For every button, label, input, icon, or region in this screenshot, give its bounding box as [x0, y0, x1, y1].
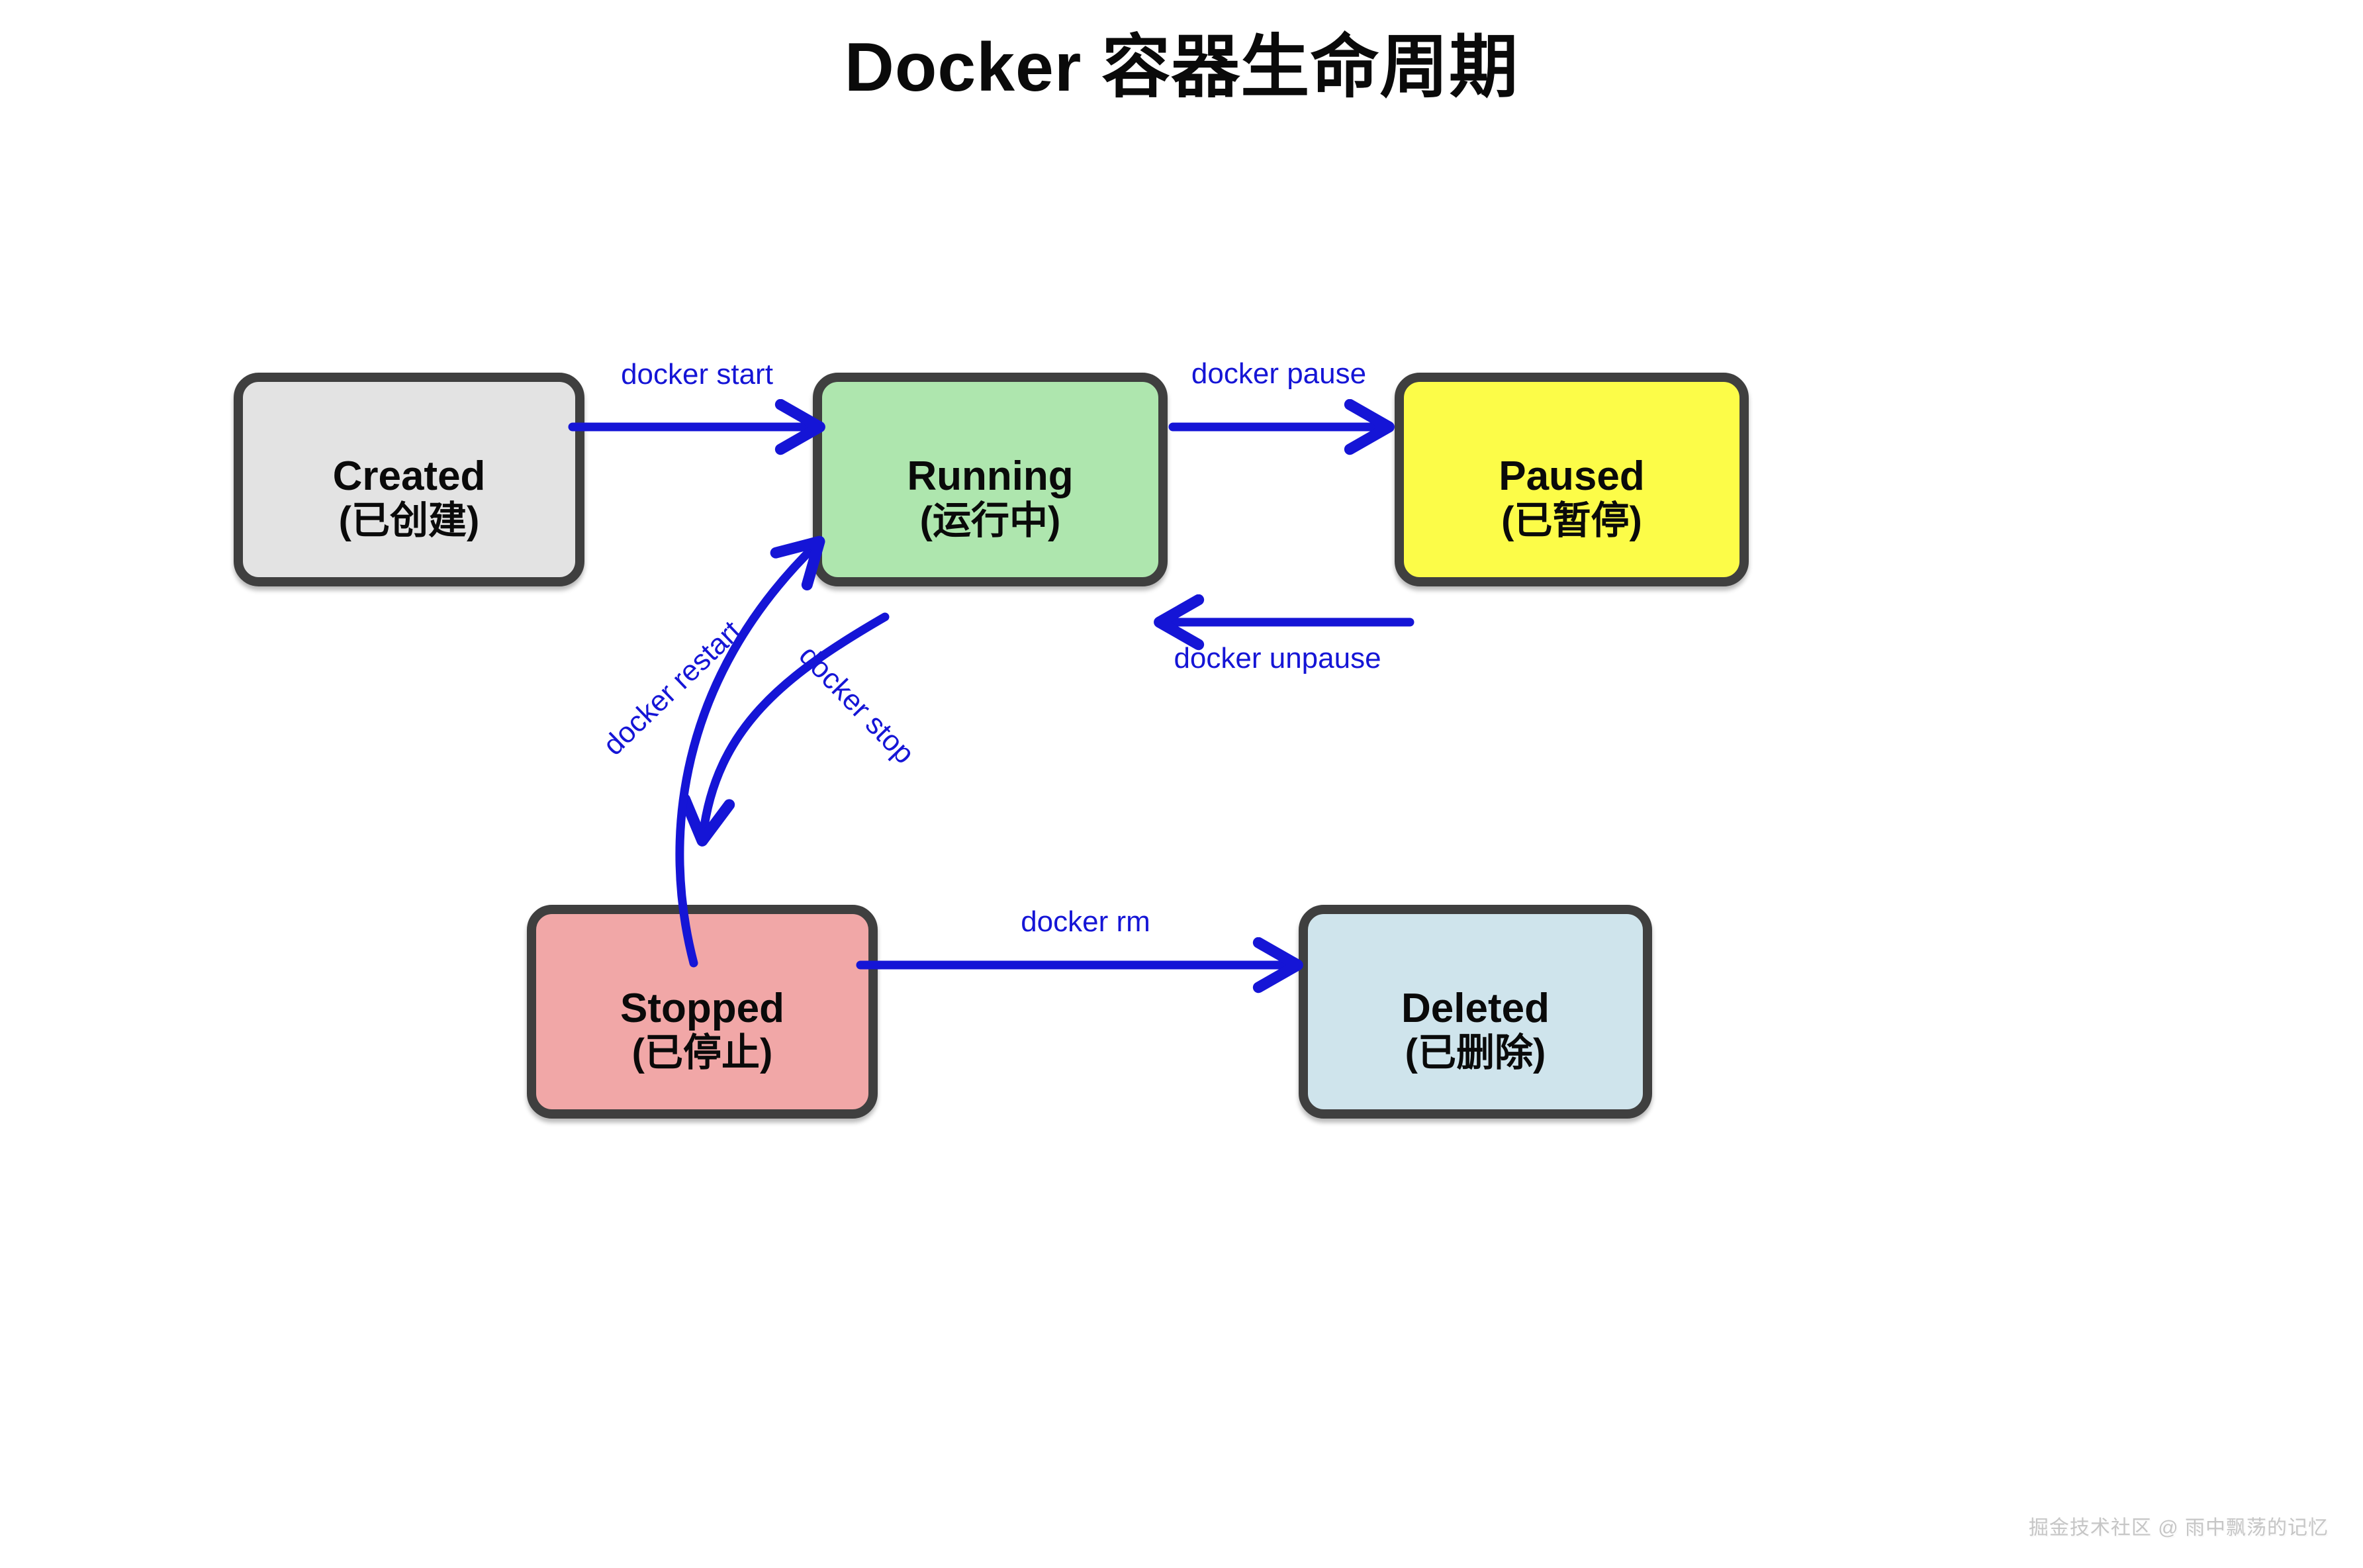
node-stopped-label: Stopped [620, 986, 784, 1032]
node-running-label: Running [907, 453, 1074, 500]
edge-label-docker-start: docker start [621, 358, 773, 391]
node-running-sublabel: (运行中) [919, 499, 1061, 543]
node-running: Running (运行中) [813, 373, 1168, 586]
edge-label-docker-stop: docker stop [792, 639, 921, 770]
edge-label-docker-pause: docker pause [1191, 357, 1367, 390]
node-stopped: Stopped (已停止) [527, 905, 878, 1119]
node-paused-sublabel: (已暂停) [1501, 499, 1642, 543]
node-created-label: Created [332, 453, 486, 500]
node-deleted-sublabel: (已删除) [1405, 1031, 1546, 1075]
node-paused-label: Paused [1499, 453, 1645, 500]
node-paused: Paused (已暂停) [1395, 373, 1749, 586]
page-title: Docker 容器生命周期 [844, 29, 1519, 106]
edge-label-docker-unpause: docker unpause [1174, 642, 1381, 674]
arrow-docker-restart [675, 535, 825, 968]
node-deleted-label: Deleted [1401, 986, 1550, 1032]
edge-label-docker-rm: docker rm [1021, 905, 1150, 938]
node-deleted: Deleted (已删除) [1299, 905, 1652, 1119]
node-created-sublabel: (已创建) [338, 499, 480, 543]
watermark: 掘金技术社区 @ 雨中飘荡的记忆 [2028, 1517, 2329, 1539]
node-created: Created (已创建) [234, 373, 584, 586]
edge-label-docker-restart: docker restart [596, 614, 748, 762]
node-stopped-sublabel: (已停止) [631, 1031, 773, 1075]
